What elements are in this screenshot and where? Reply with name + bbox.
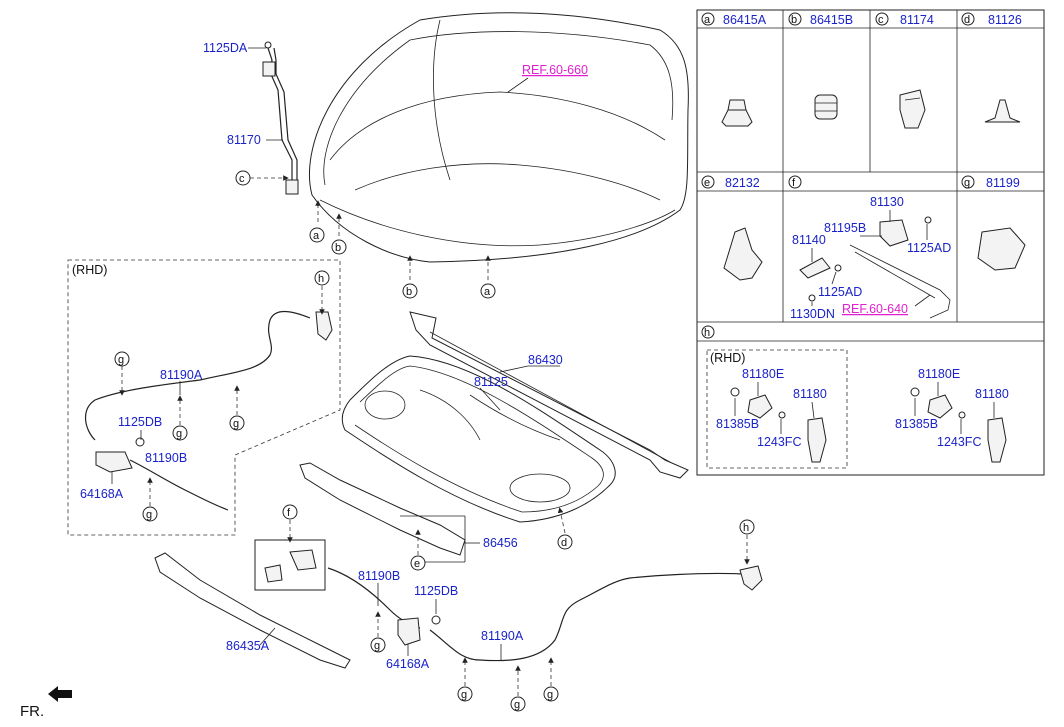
legend-g-letter: g <box>964 177 970 189</box>
release-handle-lower <box>739 565 763 591</box>
label-1125db-lower[interactable]: 1125DB <box>414 584 458 598</box>
clip-81126-icon <box>984 99 1021 123</box>
callout-h-2: h <box>743 522 749 534</box>
callout-h-1: h <box>318 273 324 285</box>
callout-a-1: a <box>313 230 320 242</box>
ref-60-640-label[interactable]: REF.60-640 <box>842 302 908 316</box>
h-left-1243fc[interactable]: 1243FC <box>757 435 801 449</box>
callout-g-1: g <box>118 354 124 366</box>
callout-b-1: b <box>335 242 341 254</box>
label-81130[interactable]: 81130 <box>870 195 904 209</box>
callout-c-circle <box>235 170 251 186</box>
label-81190b-lower[interactable]: 81190B <box>358 569 400 583</box>
callout-a-2: a <box>484 286 491 298</box>
label-64168a-lower[interactable]: 64168A <box>386 657 430 671</box>
bumper-86415b-icon <box>814 94 838 120</box>
callout-g-8: g <box>547 689 553 701</box>
h-rhd-label: (RHD) <box>710 351 745 365</box>
latch-small-1 <box>264 564 283 583</box>
label-81195b[interactable]: 81195B <box>824 221 866 235</box>
release-handle-rhd <box>315 311 333 341</box>
legend-a-part[interactable]: 86415A <box>723 13 767 27</box>
callout-f-1: f <box>287 507 291 519</box>
callout-g-6: g <box>461 689 467 701</box>
label-1125db-rhd[interactable]: 1125DB <box>118 415 162 429</box>
legend-f-letter: f <box>792 177 796 189</box>
hood-latch-assembly <box>799 216 951 319</box>
legend-c-letter: c <box>878 14 884 26</box>
h-right-1243fc[interactable]: 1243FC <box>937 435 981 449</box>
clip-81174-icon <box>899 89 926 129</box>
seal-strip-86456 <box>299 462 466 556</box>
cable-81190a-rhd <box>85 310 311 441</box>
legend-b-part[interactable]: 86415B <box>810 13 853 27</box>
bracket-81199-icon <box>977 227 1026 271</box>
release-bracket-lower <box>397 615 441 646</box>
latch-detail-box <box>254 539 326 591</box>
label-81190a-lower[interactable]: 81190A <box>481 629 524 643</box>
legend-e-letter: e <box>704 177 710 189</box>
callout-g-7: g <box>514 699 520 711</box>
bumper-86415a-icon <box>721 99 753 127</box>
callout-g-4: g <box>146 509 152 521</box>
release-lever-assy-rhd <box>730 387 827 463</box>
weatherstrip-86430 <box>409 311 689 479</box>
label-81190a-rhd[interactable]: 81190A <box>160 368 203 382</box>
release-bracket-rhd <box>95 437 145 473</box>
label-1125da[interactable]: 1125DA <box>203 41 248 55</box>
legend-d-letter: d <box>964 14 970 26</box>
callout-d-1: d <box>561 537 567 549</box>
h-right-81180[interactable]: 81180 <box>975 387 1009 401</box>
ref-60-660-label[interactable]: REF.60-660 <box>522 63 588 77</box>
legend-c-part[interactable]: 81174 <box>900 13 934 27</box>
hood-panel <box>309 12 689 263</box>
legend-e-part[interactable]: 82132 <box>725 176 760 190</box>
h-rhd-box <box>706 349 848 469</box>
legend-a-letter: a <box>704 14 711 26</box>
hood-stay-rod <box>262 41 299 195</box>
callout-g-3: g <box>233 418 239 430</box>
cable-81190b-rhd <box>129 459 229 511</box>
label-1125ad-b[interactable]: 1125AD <box>818 285 862 299</box>
label-64168a-rhd[interactable]: 64168A <box>80 487 124 501</box>
cable-81190a-lower <box>429 572 743 662</box>
label-86456[interactable]: 86456 <box>483 536 518 550</box>
h-right-81385b[interactable]: 81385B <box>895 417 938 431</box>
label-81125[interactable]: 81125 <box>474 375 508 389</box>
front-arrow-icon <box>48 686 72 702</box>
ref-60-660-leader <box>507 77 529 93</box>
front-indicator: FR. <box>20 703 44 720</box>
legend-g-part[interactable]: 81199 <box>986 176 1020 190</box>
latch-small-2 <box>289 549 317 571</box>
callout-b-2: b <box>406 286 412 298</box>
h-left-81180e[interactable]: 81180E <box>742 367 784 381</box>
legend-d-part[interactable]: 81126 <box>988 13 1022 27</box>
callout-c-1: c <box>239 173 245 185</box>
h-left-81180[interactable]: 81180 <box>793 387 827 401</box>
label-86435a[interactable]: 86435A <box>226 639 270 653</box>
seal-82132-icon <box>723 227 763 281</box>
rhd-label: (RHD) <box>72 263 107 277</box>
hood-callouts: a b b a <box>309 200 496 299</box>
release-lever-assy-lhd <box>910 387 1007 463</box>
label-81140[interactable]: 81140 <box>792 233 826 247</box>
label-1125ad-a[interactable]: 1125AD <box>907 241 951 255</box>
callout-e-1: e <box>414 558 420 570</box>
legend-h-letter: h <box>704 327 710 339</box>
front-strip-86435a <box>154 552 351 669</box>
label-1130dn[interactable]: 1130DN <box>790 307 835 321</box>
h-left-81385b[interactable]: 81385B <box>716 417 759 431</box>
label-86430[interactable]: 86430 <box>528 353 563 367</box>
callout-g-5: g <box>374 640 380 652</box>
h-right-81180e[interactable]: 81180E <box>918 367 960 381</box>
legend-b-letter: b <box>791 14 797 26</box>
hood-insulator-81125 <box>341 355 616 523</box>
label-81190b-rhd[interactable]: 81190B <box>145 451 187 465</box>
callout-g-2: g <box>176 428 182 440</box>
label-81170[interactable]: 81170 <box>227 133 261 147</box>
